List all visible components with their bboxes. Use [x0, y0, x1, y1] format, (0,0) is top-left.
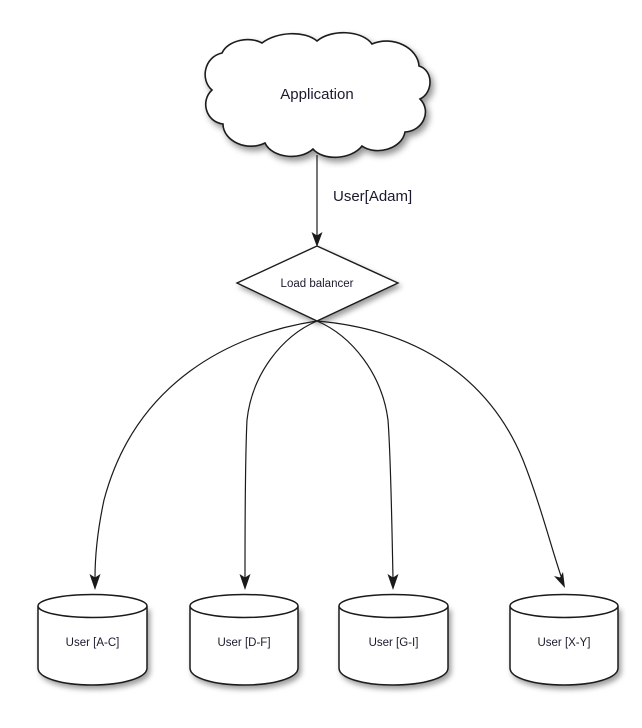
cylinder-body [509, 606, 619, 686]
edge-label-user-adam: User[Adam] [333, 188, 412, 205]
edge-load-balancer-to-shard-0[interactable] [89, 320, 318, 590]
shard-3-label: User [X-Y] [537, 637, 590, 649]
shard-0-label: User [A-C] [66, 637, 120, 649]
arrow-head-icon [89, 574, 101, 590]
cylinder-top [37, 593, 148, 619]
cylinder-top [189, 593, 299, 619]
node-load-balancer[interactable]: Load balancer [235, 245, 400, 322]
cylinder-body [189, 606, 299, 686]
shard-2-label: User [G-I] [369, 637, 419, 649]
edge-line [316, 320, 394, 579]
edge-line [244, 320, 318, 579]
cylinder-top [338, 593, 449, 619]
node-shard-3[interactable]: User [X-Y] [509, 593, 619, 686]
edge-line [94, 320, 318, 579]
node-shard-0[interactable]: User [A-C] [37, 593, 148, 686]
cylinder-top [509, 593, 619, 619]
cylinder-body [338, 606, 449, 686]
node-shard-2[interactable]: User [G-I] [338, 593, 449, 686]
edge-load-balancer-to-shard-1[interactable] [239, 320, 318, 590]
edge-application-to-load-balancer[interactable] [311, 155, 323, 247]
arrow-head-icon [239, 574, 251, 590]
edge-load-balancer-to-shard-3[interactable] [316, 320, 565, 588]
arrow-head-icon [311, 232, 323, 247]
shard-1-label: User [D-F] [217, 637, 270, 649]
edge-load-balancer-to-shard-2[interactable] [316, 320, 399, 590]
application-label: Application [280, 86, 353, 103]
cylinder-body [37, 606, 148, 686]
arrow-head-icon [554, 572, 565, 588]
node-application[interactable]: Application [204, 31, 431, 159]
cloud-shape [204, 31, 431, 159]
node-shard-1[interactable]: User [D-F] [189, 593, 299, 686]
load-balancer-label: Load balancer [281, 278, 354, 290]
edge-line [316, 320, 562, 577]
arrow-head-icon [387, 574, 399, 590]
